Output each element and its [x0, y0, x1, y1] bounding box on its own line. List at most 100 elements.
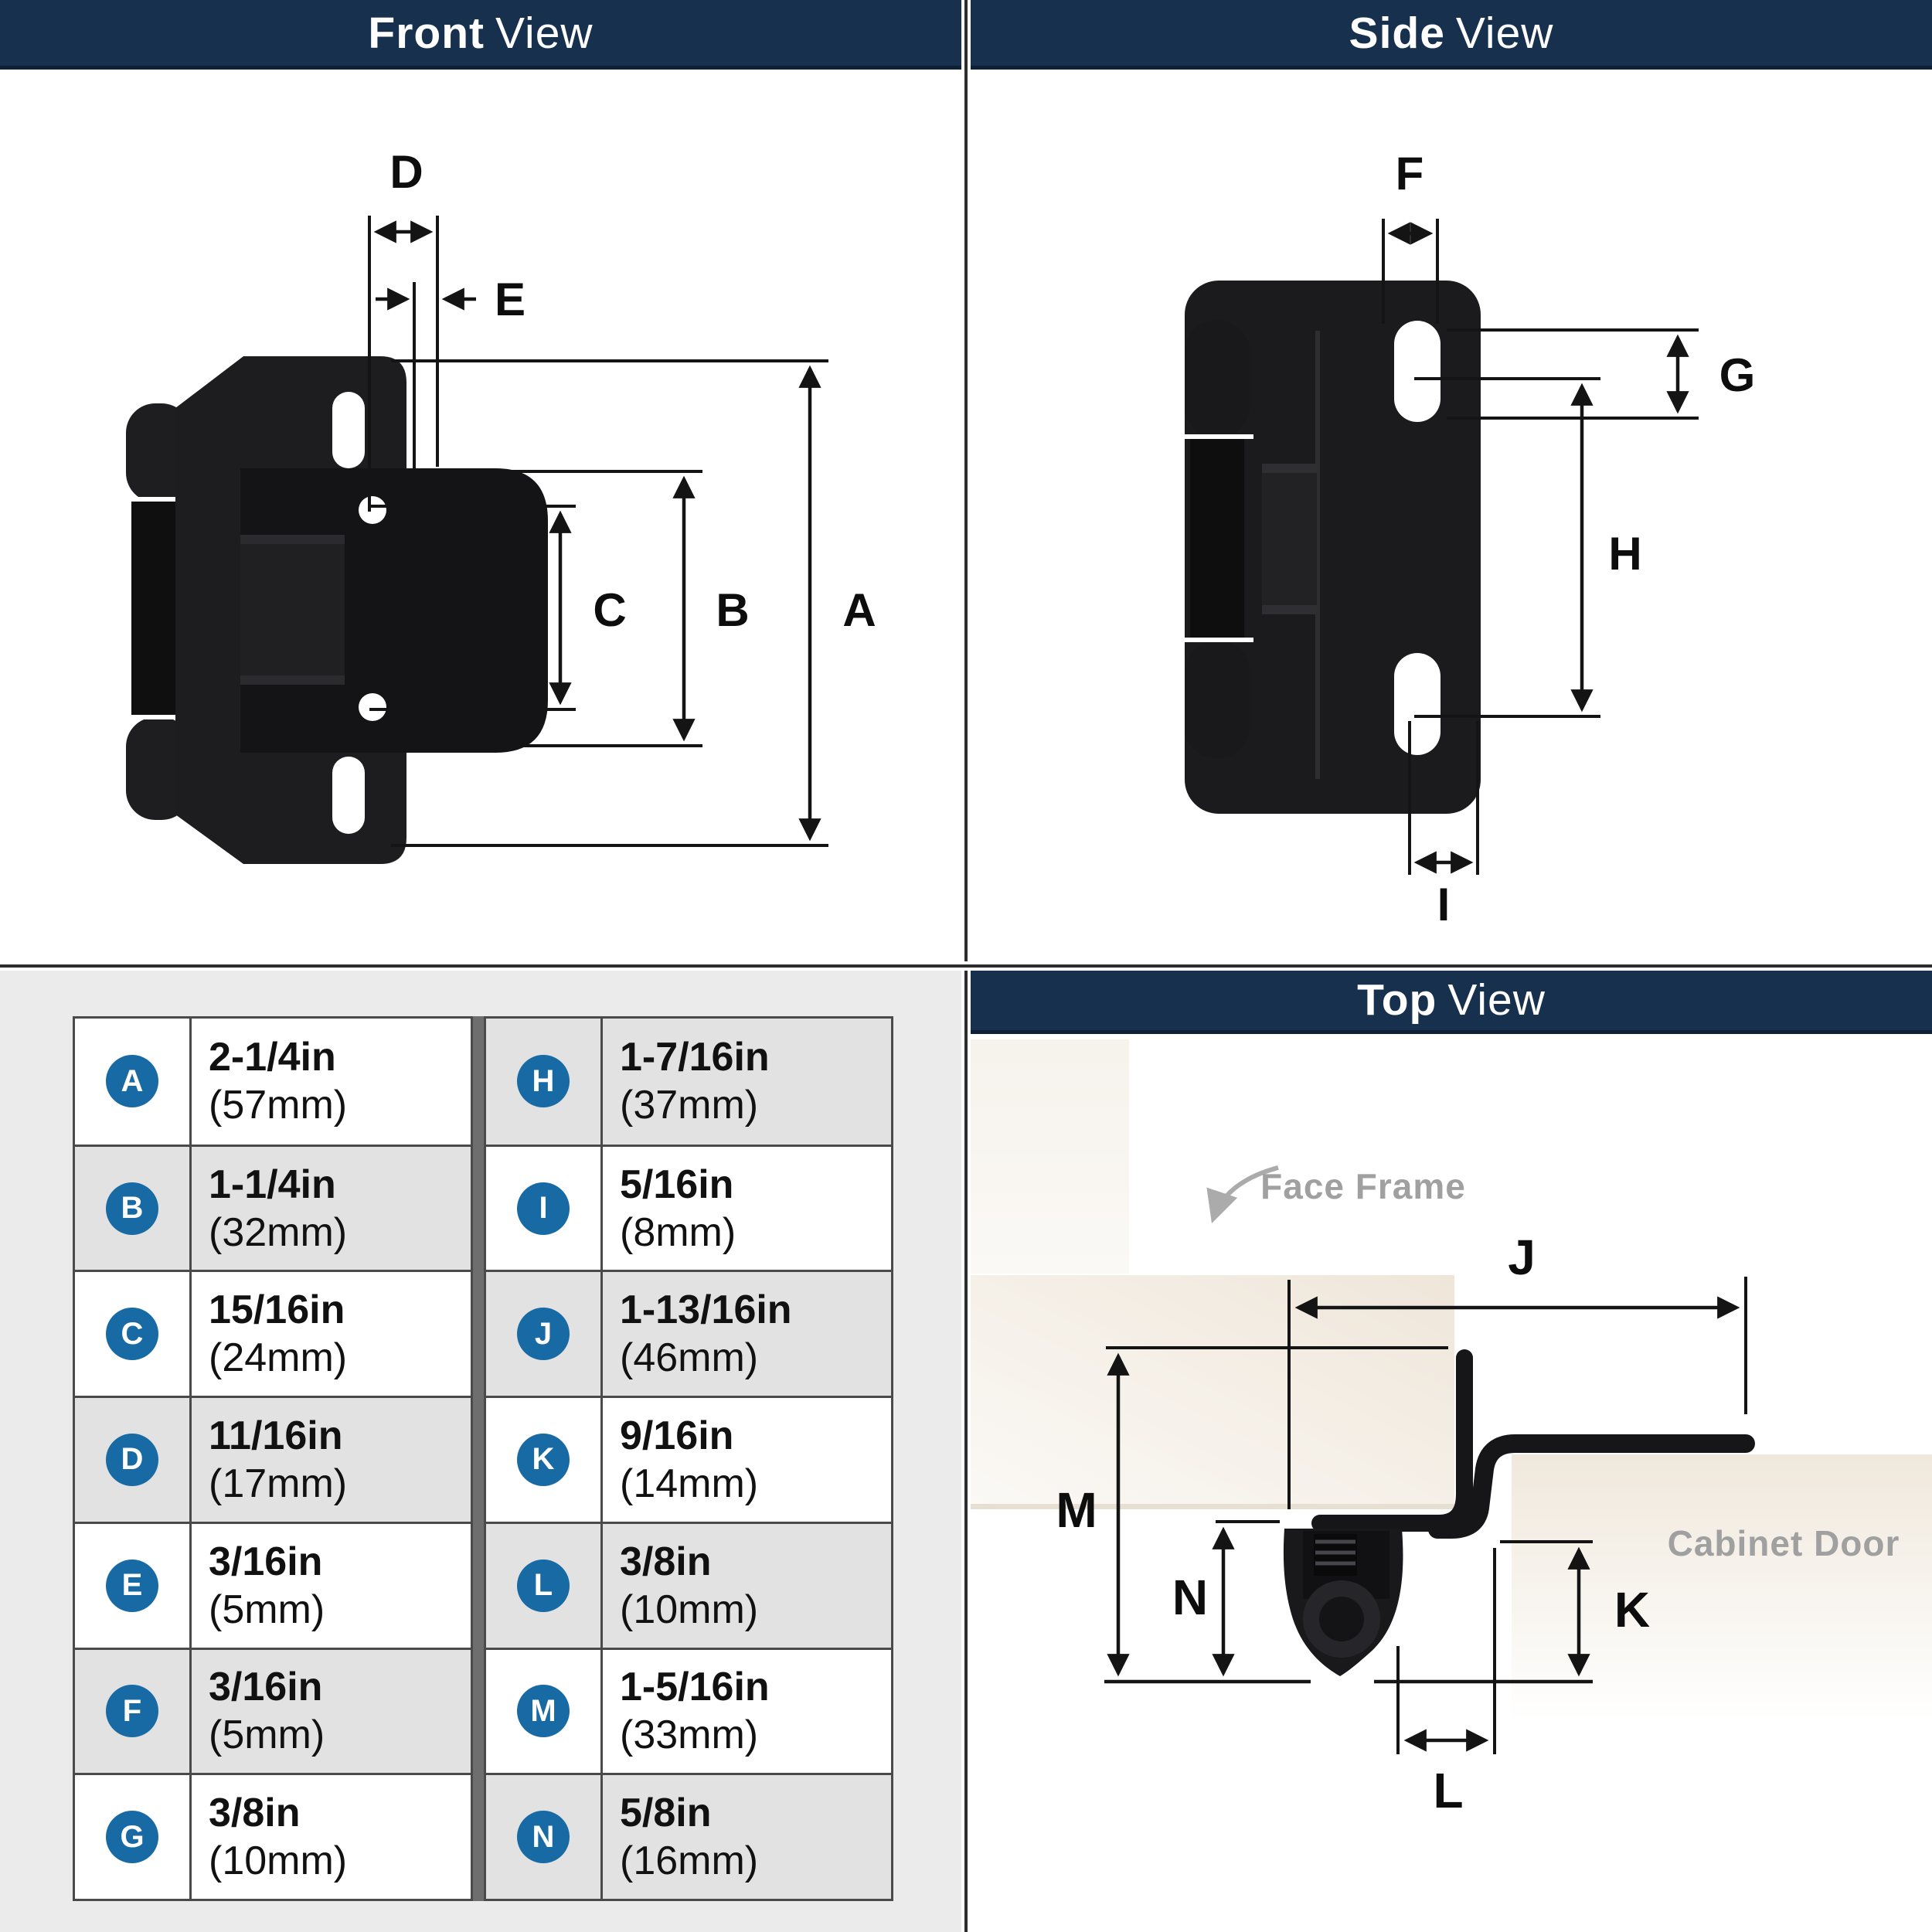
front-view-title-bold: Front — [368, 8, 485, 58]
table-row: K 9/16in (14mm) — [486, 1396, 891, 1522]
table-row: G 3/8in (10mm) — [75, 1773, 471, 1899]
table-row: H 1-7/16in (37mm) — [486, 1019, 891, 1145]
dimension-value-inches: 9/16in — [620, 1413, 734, 1458]
table-row: B 1-1/4in (32mm) — [75, 1144, 471, 1270]
side-view-diagram: F G H I — [1181, 148, 1756, 930]
face-frame-label: Face Frame — [1260, 1166, 1466, 1206]
front-view-diagram: D E A B C — [122, 146, 876, 864]
face-frame-edge-shadow — [971, 1504, 1454, 1509]
dimension-value-inches: 11/16in — [209, 1413, 343, 1458]
dimension-letter-badge: G — [106, 1811, 158, 1864]
dim-label-i: I — [1437, 879, 1451, 930]
dimension-value-inches: 1-7/16in — [620, 1035, 770, 1080]
table-row: C 15/16in (24mm) — [75, 1270, 471, 1396]
dimension-letter-badge: M — [517, 1685, 570, 1738]
dim-label-h: H — [1608, 528, 1641, 580]
table-row: F 3/16in (5mm) — [75, 1647, 471, 1774]
dimension-value-mm: (16mm) — [620, 1838, 759, 1884]
dimension-value-inches: 3/16in — [209, 1539, 323, 1584]
dimension-letter-badge: L — [517, 1559, 570, 1612]
dimension-value-mm: (32mm) — [209, 1209, 348, 1255]
side-dimension-labels: F G H I — [1396, 148, 1756, 930]
dimension-value-inches: 2-1/4in — [209, 1035, 336, 1080]
top-dimension-lines — [1104, 1165, 1747, 1754]
side-view-title-bold: Side — [1349, 8, 1445, 58]
dim-label-l: L — [1433, 1763, 1463, 1818]
front-view-header: Front View — [0, 0, 961, 70]
dimension-letter-badge: A — [106, 1055, 158, 1108]
dim-label-a: A — [842, 584, 876, 636]
dimension-value-mm: (10mm) — [620, 1587, 759, 1632]
top-view-diagram: J M N K L Face Frame Cabinet Door — [971, 1039, 1932, 1818]
dim-label-j: J — [1508, 1230, 1536, 1285]
side-view-header: Side View — [971, 0, 1932, 70]
dimension-letter-badge: C — [106, 1308, 158, 1361]
dim-label-e: E — [495, 274, 526, 325]
dimension-letter-badge: I — [517, 1182, 570, 1235]
dim-label-c: C — [593, 584, 626, 636]
front-hinge-illustration — [122, 356, 548, 864]
dimension-value-inches: 1-5/16in — [620, 1665, 770, 1710]
dimension-value-mm: (24mm) — [209, 1335, 348, 1381]
front-dimension-lines — [368, 216, 828, 847]
dim-label-m: M — [1056, 1482, 1097, 1538]
table-row: D 11/16in (17mm) — [75, 1396, 471, 1522]
dimension-value-mm: (46mm) — [620, 1335, 759, 1381]
dimension-value-mm: (17mm) — [209, 1461, 348, 1506]
table-row: E 3/16in (5mm) — [75, 1521, 471, 1648]
dimension-letter-badge: K — [517, 1433, 570, 1486]
dimension-value-mm: (37mm) — [620, 1083, 759, 1128]
side-hinge-illustration — [1181, 281, 1481, 814]
dimension-value-inches: 3/16in — [209, 1665, 323, 1710]
top-view-wood-parts — [971, 1039, 1932, 1721]
dim-label-n: N — [1172, 1570, 1208, 1625]
dimension-value-mm: (10mm) — [209, 1838, 348, 1884]
top-view-title-rest: View — [1447, 975, 1546, 1025]
wall-strip — [971, 1039, 1129, 1274]
cabinet-door-label: Cabinet Door — [1668, 1523, 1900, 1563]
table-row: M 1-5/16in (33mm) — [486, 1647, 891, 1774]
dim-label-b: B — [716, 584, 749, 636]
horizontal-quadrant-divider — [0, 961, 1932, 971]
dim-label-d: D — [389, 146, 423, 198]
dimension-table-left-half: A 2-1/4in (57mm) B 1-1/4in (32mm) C 15/1… — [73, 1016, 473, 1901]
dimension-table: A 2-1/4in (57mm) B 1-1/4in (32mm) C 15/1… — [73, 1016, 893, 1901]
dimension-value-mm: (5mm) — [209, 1713, 325, 1758]
table-middle-divider — [473, 1016, 484, 1901]
dimension-value-inches: 3/8in — [620, 1539, 712, 1584]
dimension-value-mm: (5mm) — [209, 1587, 325, 1632]
dimension-letter-badge: F — [106, 1685, 158, 1738]
table-row: A 2-1/4in (57mm) — [75, 1019, 471, 1145]
table-row: J 1-13/16in (46mm) — [486, 1270, 891, 1396]
dim-label-g: G — [1719, 349, 1756, 401]
dimension-value-mm: (33mm) — [620, 1713, 759, 1758]
side-dimension-lines — [1382, 219, 1699, 875]
dimension-letter-badge: J — [517, 1308, 570, 1361]
dimension-letter-badge: H — [517, 1055, 570, 1108]
dim-label-f: F — [1396, 148, 1424, 199]
dimension-letter-badge: N — [517, 1811, 570, 1864]
dimension-value-inches: 1-13/16in — [620, 1287, 792, 1333]
table-row: N 5/8in (16mm) — [486, 1773, 891, 1899]
dimension-value-mm: (14mm) — [620, 1461, 759, 1506]
table-row: L 3/8in (10mm) — [486, 1521, 891, 1648]
top-dimension-labels: J M N K L Face Frame Cabinet Door — [1056, 1166, 1900, 1818]
side-view-title-rest: View — [1455, 8, 1554, 58]
dimension-letter-badge: B — [106, 1182, 158, 1235]
top-hinge-illustration — [1283, 1349, 1755, 1676]
dimension-value-mm: (57mm) — [209, 1083, 348, 1128]
face-frame-board — [971, 1275, 1454, 1509]
dimension-letter-badge: E — [106, 1559, 158, 1612]
front-view-title-rest: View — [495, 8, 594, 58]
dimension-letter-badge: D — [106, 1433, 158, 1486]
table-row: I 5/16in (8mm) — [486, 1144, 891, 1270]
dimension-value-inches: 5/16in — [620, 1162, 734, 1207]
front-dimension-labels: D E A B C — [389, 146, 876, 636]
dimension-table-right-half: H 1-7/16in (37mm) I 5/16in (8mm) J 1-13/… — [484, 1016, 893, 1901]
dimension-value-inches: 5/8in — [620, 1791, 712, 1836]
dim-label-k: K — [1614, 1582, 1650, 1638]
dimension-value-inches: 15/16in — [209, 1287, 345, 1333]
dimension-value-mm: (8mm) — [620, 1209, 736, 1255]
top-view-header: Top View — [971, 970, 1932, 1034]
dimension-value-inches: 3/8in — [209, 1791, 301, 1836]
